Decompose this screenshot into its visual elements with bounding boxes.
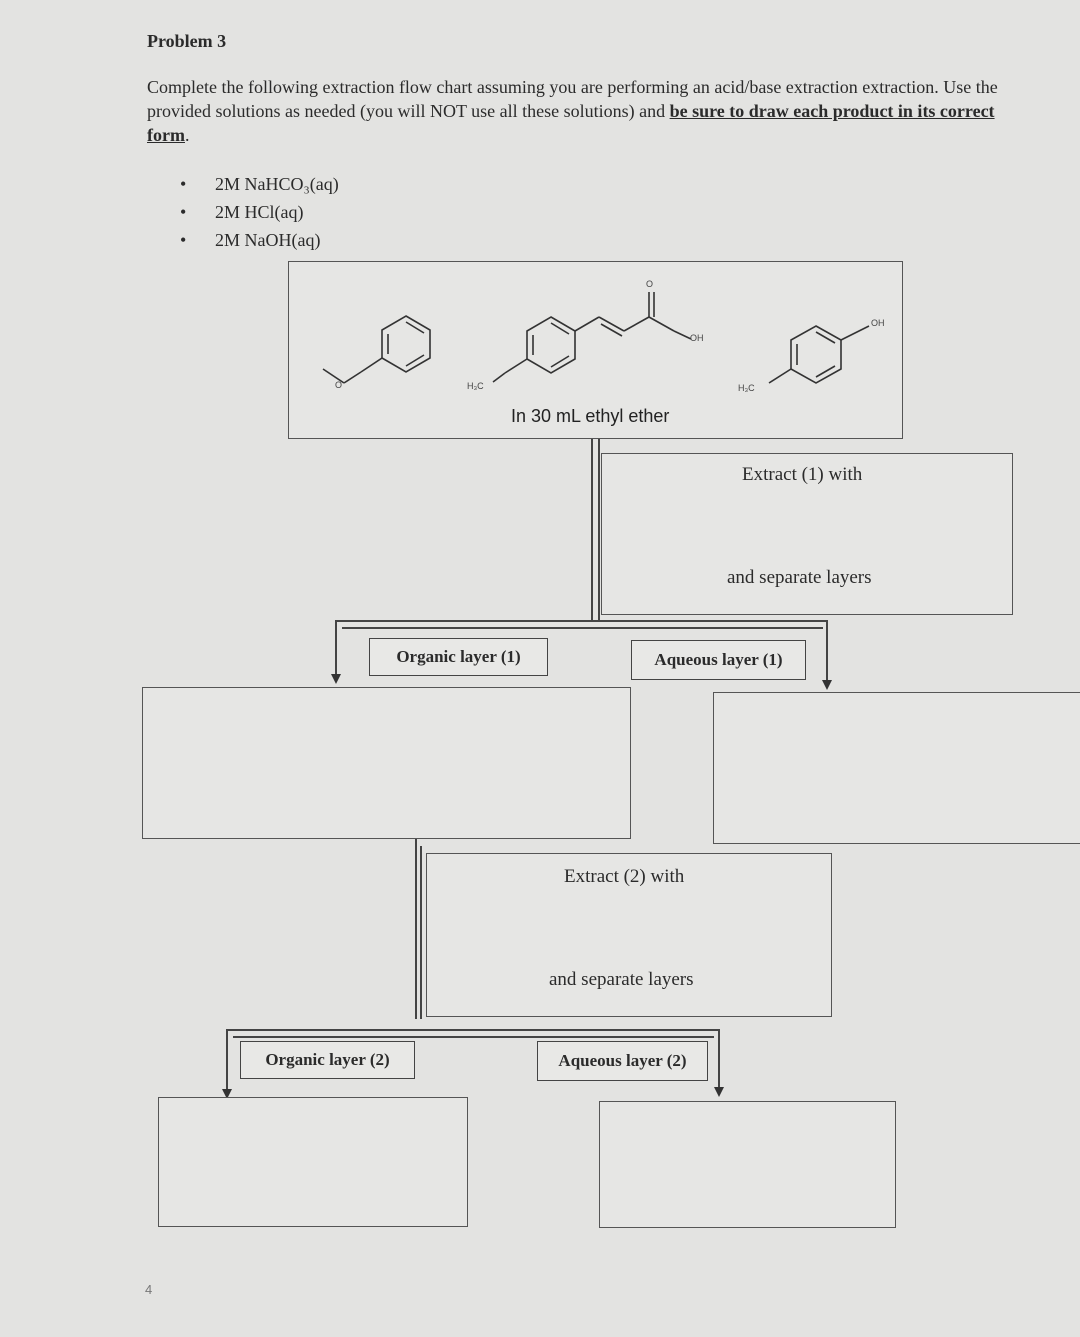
organic-layer-2-label: Organic layer (2): [240, 1041, 415, 1079]
organic-layer-1-label: Organic layer (1): [369, 638, 548, 676]
connector-line: [226, 1029, 228, 1092]
instructions-emphasis: be sure to draw each product in its corr…: [147, 101, 995, 145]
connector-line: [415, 839, 417, 1019]
phenol-oh-label: OH: [871, 318, 885, 328]
arrow-down-icon: [222, 1089, 232, 1099]
benzene-ring: [381, 315, 431, 373]
extract-2-separate-label: and separate layers: [549, 969, 694, 990]
connector-line: [226, 1029, 719, 1031]
ether-oxygen-label: O: [335, 380, 343, 390]
extract-1-separate-label: and separate layers: [727, 567, 872, 588]
extract-1-box[interactable]: Extract (1) with and separate layers: [601, 453, 1013, 615]
extract-2-label: Extract (2) with: [564, 866, 685, 887]
methyl-label: H₃C: [738, 383, 755, 393]
connector-line: [591, 439, 593, 620]
instructions-end: .: [184, 125, 190, 145]
reagent-item: 2M HCl(aq): [180, 198, 339, 226]
compound-structures: [322, 292, 870, 384]
reagent-list: 2M NaHCO₃(aq) 2M HCl(aq) 2M NaOH(aq): [180, 170, 339, 254]
arrow-down-icon: [822, 680, 832, 690]
methyl-label: H₃C: [467, 381, 484, 391]
reagent-item: 2M NaHCO₃(aq): [180, 170, 339, 198]
page-number: 4: [145, 1282, 153, 1297]
aqueous-layer-1-label: Aqueous layer (1): [631, 640, 806, 680]
instructions-text: Complete the following extraction flow c…: [147, 77, 998, 121]
problem-title: Problem 3: [147, 31, 227, 51]
extract-2-box[interactable]: Extract (2) with and separate layers: [426, 853, 832, 1017]
aqueous-layer-1-answer-box[interactable]: [713, 692, 1080, 844]
connector-line: [342, 627, 823, 629]
extract-1-label: Extract (1) with: [742, 464, 863, 485]
connector-line: [233, 1036, 714, 1038]
arrow-down-icon: [714, 1087, 724, 1097]
connector-line: [826, 620, 828, 682]
aqueous-layer-2-answer-box[interactable]: [599, 1101, 896, 1228]
benzene-ring: [790, 325, 842, 384]
mixture-box: O H₃C O OH H₃C OH In 30 mL ethyl ether: [288, 261, 903, 439]
organic-layer-1-answer-box[interactable]: [142, 687, 631, 839]
reagent-item: 2M NaOH(aq): [180, 226, 339, 254]
acid-oh-label: OH: [690, 333, 704, 343]
carbonyl-oxygen-label: O: [646, 279, 654, 289]
connector-line: [335, 620, 337, 676]
connector-line: [598, 439, 600, 620]
connector-line: [718, 1029, 720, 1089]
aqueous-layer-2-label: Aqueous layer (2): [537, 1041, 708, 1081]
solvent-label: In 30 mL ethyl ether: [511, 406, 670, 426]
benzene-ring: [526, 316, 576, 374]
arrow-down-icon: [331, 674, 341, 684]
problem-instructions: Complete the following extraction flow c…: [147, 75, 1027, 147]
organic-layer-2-answer-box[interactable]: [158, 1097, 468, 1227]
connector-line: [335, 620, 827, 622]
connector-line: [420, 846, 422, 1019]
